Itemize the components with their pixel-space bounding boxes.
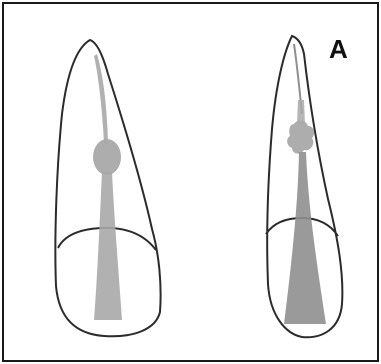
left-tooth — [55, 40, 160, 336]
panel-label: A — [329, 36, 348, 62]
left-tooth-pulp-chamber — [93, 139, 121, 175]
teeth-diagram — [4, 4, 377, 360]
right-tooth — [266, 36, 342, 337]
figure-panel: A — [2, 2, 379, 362]
right-tooth-upper-canal — [297, 100, 305, 124]
